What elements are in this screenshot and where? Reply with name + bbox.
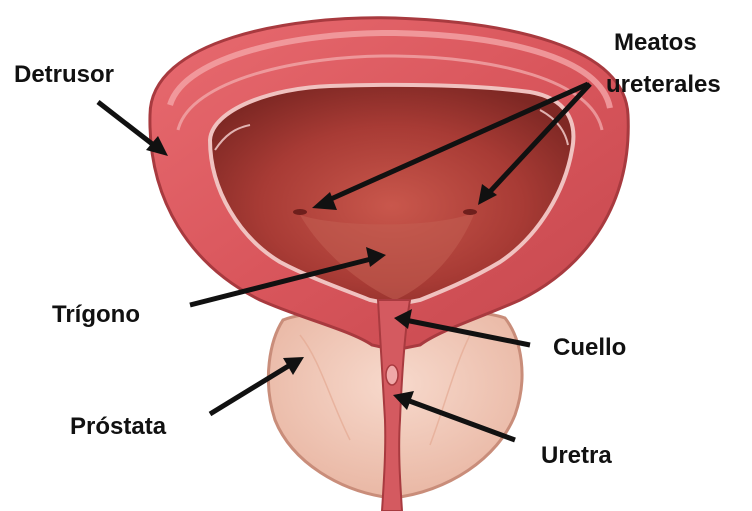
left-ureteral-orifice — [293, 209, 307, 215]
label-cuello: Cuello — [553, 336, 626, 360]
label-uretra: Uretra — [541, 444, 612, 468]
label-meatos-line1: Meatos — [614, 31, 697, 55]
label-prostata: Próstata — [70, 415, 166, 439]
right-ureteral-orifice — [463, 209, 477, 215]
label-trigono: Trígono — [52, 303, 140, 327]
label-meatos-line2: ureterales — [606, 73, 721, 97]
label-detrusor: Detrusor — [14, 63, 114, 87]
verumontanum — [386, 365, 398, 385]
